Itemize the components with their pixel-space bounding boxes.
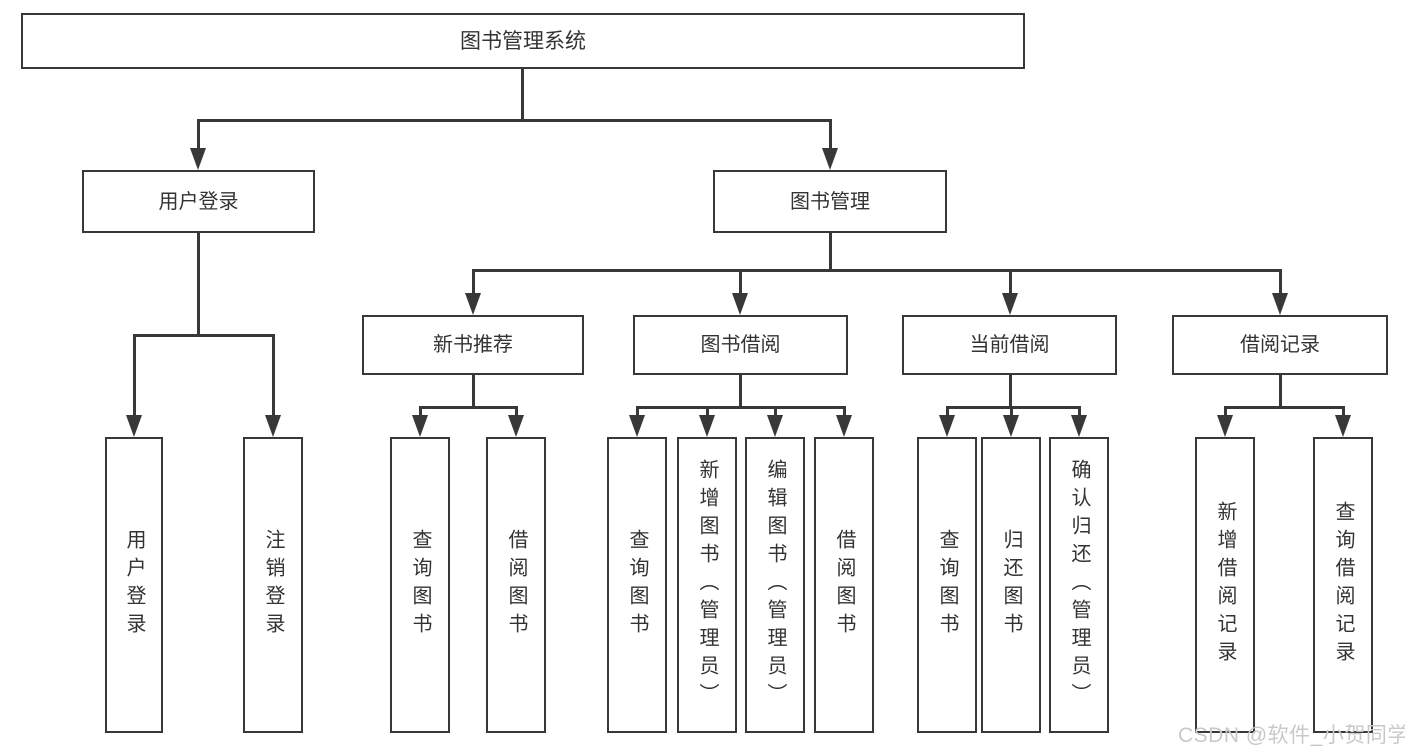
connector-records-bar bbox=[1224, 406, 1343, 409]
node-edit-books-admin: 编辑图书（管理员） bbox=[745, 437, 805, 733]
node-current-borrowing: 当前借阅 bbox=[902, 315, 1117, 375]
connector-level2-bar bbox=[197, 119, 831, 122]
connector-login-leaf-drop bbox=[133, 334, 136, 418]
connector-leaf-drop bbox=[1010, 406, 1013, 418]
arrowhead-records bbox=[1272, 293, 1288, 315]
connector-borrowing-stem bbox=[739, 375, 742, 407]
node-confirm-return-admin: 确认归还（管理员） bbox=[1049, 437, 1109, 733]
connector-book-mgmt-drop bbox=[829, 119, 832, 151]
arrowhead-leaf bbox=[1335, 415, 1351, 437]
node-return-books: 归还图书 bbox=[981, 437, 1041, 733]
arrowhead-logout-leaf bbox=[265, 415, 281, 437]
node-query-borrow-record: 查询借阅记录 bbox=[1313, 437, 1373, 733]
connector-leaf-drop bbox=[1078, 406, 1081, 418]
connector-leaf-drop bbox=[774, 406, 777, 418]
connector-new-book-drop bbox=[472, 269, 475, 295]
connector-user-login-drop bbox=[197, 119, 200, 151]
connector-logout-leaf-drop bbox=[272, 334, 275, 418]
arrowhead-leaf bbox=[699, 415, 715, 437]
arrowhead-user-login bbox=[190, 148, 206, 170]
arrowhead-leaf bbox=[939, 415, 955, 437]
connector-leaf-drop bbox=[1342, 406, 1345, 418]
arrowhead-leaf bbox=[1003, 415, 1019, 437]
watermark: CSDN @软件_小贺同学 bbox=[1178, 724, 1405, 747]
node-book-management: 图书管理 bbox=[713, 170, 947, 233]
connector-leaf-drop bbox=[946, 406, 949, 418]
arrowhead-login-leaf bbox=[126, 415, 142, 437]
node-borrow-books: 借阅图书 bbox=[814, 437, 874, 733]
connector-new-book-bar bbox=[419, 406, 517, 409]
connector-current-bar bbox=[946, 406, 1079, 409]
arrowhead-leaf bbox=[1217, 415, 1233, 437]
connector-level3-bar bbox=[472, 269, 1281, 272]
connector-leaf-drop bbox=[515, 406, 518, 418]
node-book-borrowing: 图书借阅 bbox=[633, 315, 848, 375]
connector-borrowing-bar bbox=[636, 406, 844, 409]
connector-current-stem bbox=[1009, 375, 1012, 407]
node-user-login: 用户登录 bbox=[82, 170, 315, 233]
arrowhead-book-mgmt bbox=[822, 148, 838, 170]
connector-user-login-stem bbox=[197, 233, 200, 335]
connector-current-drop bbox=[1009, 269, 1012, 295]
arrowhead-borrowing bbox=[732, 293, 748, 315]
connector-root-stem bbox=[521, 69, 524, 120]
connector-book-mgmt-stem bbox=[829, 233, 832, 270]
connector-records-stem bbox=[1279, 375, 1282, 407]
arrowhead-leaf bbox=[629, 415, 645, 437]
connector-leaf-drop bbox=[1224, 406, 1227, 418]
node-library-management-system: 图书管理系统 bbox=[21, 13, 1025, 69]
connector-user-login-bar bbox=[133, 334, 274, 337]
node-add-books-admin: 新增图书（管理员） bbox=[677, 437, 737, 733]
arrowhead-leaf bbox=[836, 415, 852, 437]
connector-leaf-drop bbox=[636, 406, 639, 418]
connector-new-book-stem bbox=[472, 375, 475, 407]
node-user-login-leaf: 用户登录 bbox=[105, 437, 163, 733]
node-borrow-books-recommend: 借阅图书 bbox=[486, 437, 546, 733]
arrowhead-leaf bbox=[1071, 415, 1087, 437]
connector-leaf-drop bbox=[419, 406, 422, 418]
arrowhead-new-book bbox=[465, 293, 481, 315]
arrowhead-current bbox=[1002, 293, 1018, 315]
node-new-book-recommendation: 新书推荐 bbox=[362, 315, 584, 375]
node-logout: 注销登录 bbox=[243, 437, 303, 733]
connector-leaf-drop bbox=[843, 406, 846, 418]
connector-records-drop bbox=[1279, 269, 1282, 295]
arrowhead-leaf bbox=[767, 415, 783, 437]
node-query-books-current: 查询图书 bbox=[917, 437, 977, 733]
node-query-books-borrow: 查询图书 bbox=[607, 437, 667, 733]
arrowhead-leaf bbox=[412, 415, 428, 437]
arrowhead-leaf bbox=[508, 415, 524, 437]
node-query-books-recommend: 查询图书 bbox=[390, 437, 450, 733]
node-add-borrow-record: 新增借阅记录 bbox=[1195, 437, 1255, 733]
connector-borrowing-drop bbox=[739, 269, 742, 295]
node-borrowing-records: 借阅记录 bbox=[1172, 315, 1388, 375]
connector-leaf-drop bbox=[706, 406, 709, 418]
